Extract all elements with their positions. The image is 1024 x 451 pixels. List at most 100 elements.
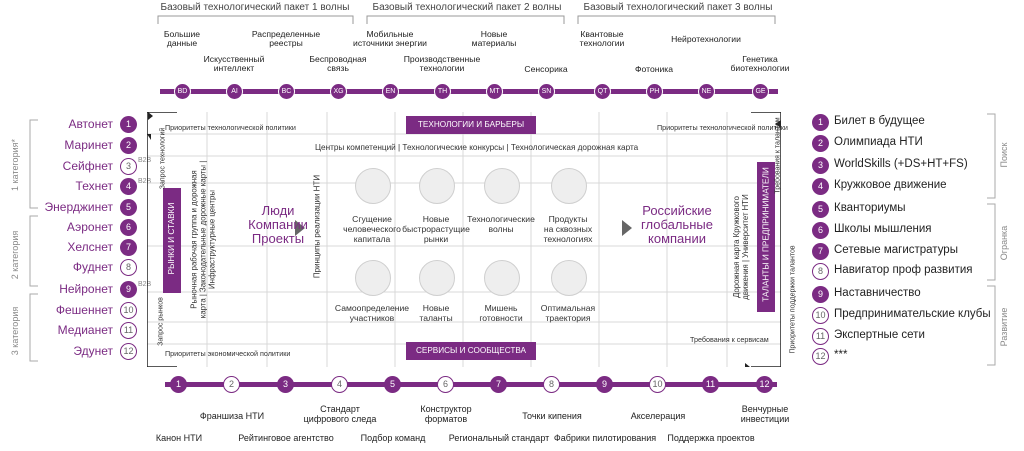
people-companies: Люди Компании Проекты <box>248 203 308 246</box>
right-number: 2 <box>812 135 829 152</box>
bottom-service-1[interactable]: Канон НТИ <box>155 433 203 443</box>
bottom-service-9[interactable]: Фабрики пилотирования <box>553 433 657 443</box>
tech-code-5[interactable]: TH <box>434 83 451 100</box>
right-band-label: ТАЛАНТЫ И ПРЕДПРИНИМАТЕЛИ <box>761 167 771 302</box>
bottom-number: 10 <box>649 376 666 393</box>
products-icon <box>551 168 587 204</box>
icon-label-row2: Оптимальная траектория <box>540 303 596 323</box>
tech-code-3[interactable]: XG <box>330 83 347 100</box>
network-icon <box>355 168 391 204</box>
left-market-5[interactable]: Энерджинет <box>44 200 113 214</box>
b2b-label: B2B <box>138 157 152 164</box>
bottom-service-3[interactable]: Рейтинговое агентство <box>238 433 334 443</box>
tech-request: Запрос технологий <box>159 127 167 190</box>
right-item-3[interactable]: WorldSkills (+DS+HT+FS) <box>834 158 968 170</box>
right-number: 8 <box>812 263 829 280</box>
icon-label-row2: Мишень готовности <box>479 303 523 323</box>
bottom-service-7[interactable]: Региональный стандарт <box>448 433 550 443</box>
bottom-service-4[interactable]: Стандарт цифрового следа <box>303 404 377 424</box>
right-number: 12 <box>812 348 829 365</box>
icon-label-row1: Продукты на сквозных технологиях <box>543 214 593 244</box>
recycle-icon <box>551 260 587 296</box>
tech-code-9[interactable]: PH <box>646 83 663 100</box>
left-category-brackets <box>24 118 42 363</box>
left-market-4[interactable]: Технет <box>75 179 113 193</box>
left-market-10[interactable]: Фешеннет <box>55 303 113 317</box>
bottom-service-8[interactable]: Точки кипения <box>522 411 582 421</box>
right-number: 10 <box>812 307 829 324</box>
right-item-7[interactable]: Сетевые магистратуры <box>834 244 958 256</box>
wave-brackets <box>150 8 790 28</box>
left-band-label: РЫНКИ И СТАВКИ <box>167 202 176 275</box>
right-item-9[interactable]: Наставничество <box>834 287 921 299</box>
tech-code-8[interactable]: QT <box>594 83 611 100</box>
left-market-2[interactable]: Маринет <box>64 138 113 152</box>
top-tech-label: Мобильные источники энергии <box>353 29 427 48</box>
tech-code-11[interactable]: GE <box>752 83 769 100</box>
bottom-number: 4 <box>331 376 348 393</box>
tech-code-6[interactable]: MT <box>486 83 503 100</box>
bottom-number: 5 <box>384 376 401 393</box>
b2b-label: B2B <box>138 281 152 288</box>
left-market-1[interactable]: Автонет <box>68 117 113 131</box>
icon-label-row1: Новые быстрорастущие рынки <box>402 214 470 244</box>
bottom-service-10[interactable]: Акселерация <box>630 411 686 421</box>
right-number: 4 <box>812 178 829 195</box>
bottom-number: 7 <box>490 376 507 393</box>
right-number: 11 <box>812 328 829 345</box>
bottom-service-2[interactable]: Франшиза НТИ <box>199 411 265 421</box>
bottom-service-5[interactable]: Подбор команд <box>360 433 426 443</box>
right-item-5[interactable]: Кванториумы <box>834 202 906 214</box>
bottom-number: 2 <box>223 376 240 393</box>
right-group-cut: Огранка <box>999 225 1009 261</box>
russian-companies: Российские глобальные компании <box>641 203 713 246</box>
left-market-9[interactable]: Нейронет <box>59 282 113 296</box>
right-item-2[interactable]: Олимпиада НТИ <box>834 136 923 148</box>
left-market-12[interactable]: Эдунет <box>73 344 113 358</box>
workgroup-vertical: Рыночная рабочая группа и дорожная карта… <box>188 160 218 320</box>
tech-code-1[interactable]: AI <box>226 83 243 100</box>
right-item-11[interactable]: Экспертные сети <box>834 329 925 341</box>
tech-code-4[interactable]: EN <box>382 83 399 100</box>
tech-code-7[interactable]: SN <box>538 83 555 100</box>
right-number: 5 <box>812 201 829 218</box>
bottom-service-11[interactable]: Поддержка проектов <box>667 433 755 443</box>
right-item-1[interactable]: Билет в будущее <box>834 115 925 127</box>
bottom-number: 6 <box>437 376 454 393</box>
right-item-4[interactable]: Кружковое движение <box>834 179 947 191</box>
top-left-priority: Приоритеты технологической политики <box>165 123 296 132</box>
left-market-11[interactable]: Медианет <box>57 323 113 337</box>
waves-icon <box>484 168 520 204</box>
bottom-number: 8 <box>543 376 560 393</box>
roadmap-vertical: Дорожная карта Кружкового движения | Уни… <box>728 180 754 310</box>
right-group-develop: Развитие <box>999 307 1009 347</box>
bottom-left-priority: Приоритеты экономической политики <box>165 349 291 358</box>
top-tech-label: Большие данные <box>163 29 201 48</box>
bottom-service-12[interactable]: Венчурные инвестиции <box>740 404 790 424</box>
right-number: 9 <box>812 286 829 303</box>
right-item-12[interactable]: *** <box>834 349 848 361</box>
left-market-6[interactable]: Аэронет <box>66 220 113 234</box>
left-market-3[interactable]: Сейфнет <box>62 159 113 173</box>
wave-3-label: Базовый технологический пакет 3 волны <box>583 2 773 13</box>
right-item-6[interactable]: Школы мышления <box>834 223 932 235</box>
bottom-service-bar <box>165 382 777 387</box>
left-market-8[interactable]: Фуднет <box>72 260 113 274</box>
icon-label-row1: Сгущение человеческого капитала <box>343 214 401 244</box>
icon-label-row1: Технологические волны <box>467 214 535 234</box>
right-item-8[interactable]: Навигатор проф развития <box>834 264 973 276</box>
top-tech-label: Искусственный интеллект <box>203 54 265 73</box>
left-category-1: 1 категория* <box>10 139 20 191</box>
right-group-brackets <box>985 112 1003 367</box>
tech-code-10[interactable]: NE <box>698 83 715 100</box>
top-band: ТЕХНОЛОГИИ И БАРЬЕРЫ <box>406 116 536 134</box>
icon-label-row2: Новые таланты <box>419 303 453 323</box>
top-tech-label: Распределенные реестры <box>251 29 321 48</box>
left-market-7[interactable]: Хелснет <box>67 240 113 254</box>
right-item-10[interactable]: Предпринимательские клубы <box>834 308 991 320</box>
bottom-service-6[interactable]: Конструктор форматов <box>420 404 472 424</box>
tech-code-2[interactable]: BC <box>278 83 295 100</box>
target-icon <box>484 260 520 296</box>
tech-code-0[interactable]: BD <box>174 83 191 100</box>
left-number: 11 <box>120 322 137 339</box>
